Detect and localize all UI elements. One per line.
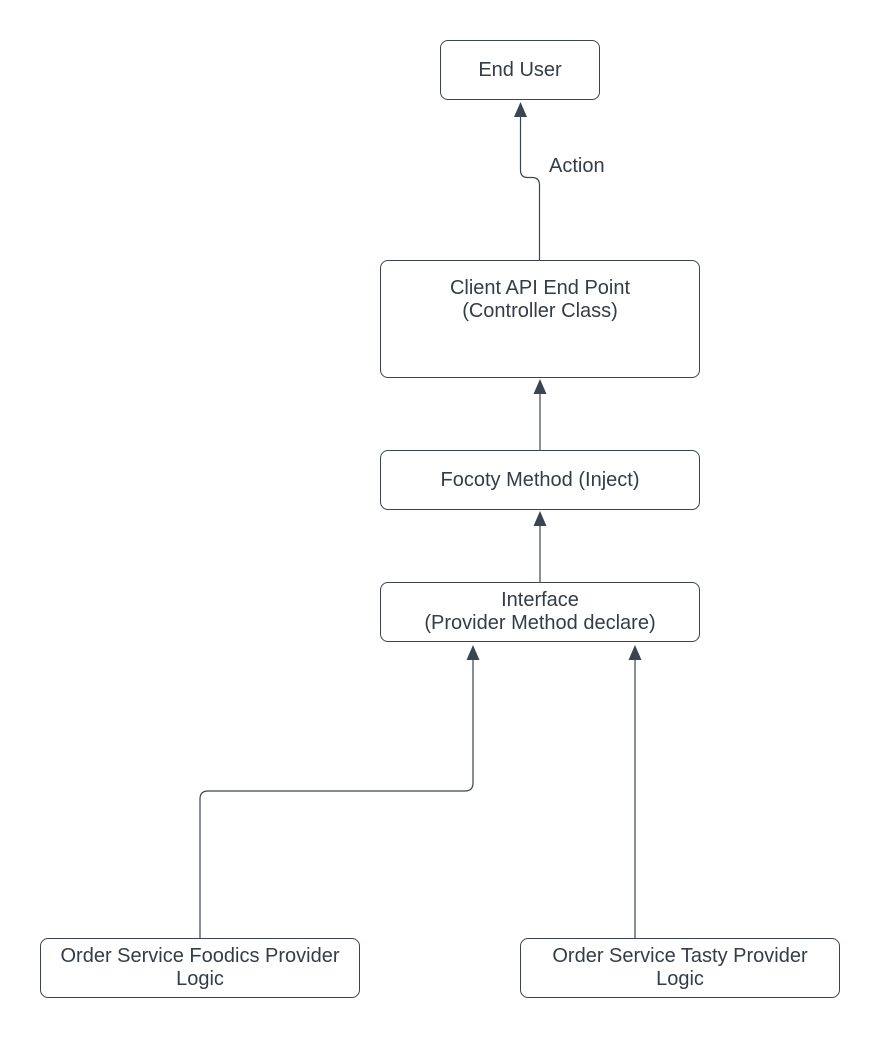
node-label-line: Client API End Point	[449, 277, 631, 299]
edge-line	[519, 116, 541, 260]
arrowhead	[533, 379, 547, 394]
node-label-line: Order Service Foodics Provider	[60, 945, 340, 967]
node-label-line: Logic	[656, 968, 704, 990]
edge-line	[199, 659, 474, 938]
node-label-line: Logic	[176, 968, 224, 990]
node-focoty-method: Focoty Method (Inject)	[380, 450, 700, 510]
node-label-line: (Provider Method declare)	[424, 612, 656, 634]
node-client-api-end-point: Client API End Point (Controller Class)	[380, 260, 700, 378]
node-label-line: Focoty Method (Inject)	[440, 468, 640, 491]
node-label-line: Order Service Tasty Provider	[552, 945, 808, 967]
edge-tasty-to-interface	[628, 645, 642, 938]
arrowhead	[514, 102, 527, 117]
edge-foodics-to-interface	[199, 645, 480, 938]
node-order-service-tasty: Order Service Tasty Provider Logic	[520, 938, 840, 998]
arrowhead	[466, 645, 480, 660]
edge-interface-to-focoty	[533, 511, 547, 582]
node-interface: Interface (Provider Method declare)	[380, 582, 700, 642]
edge-label-action: Action	[549, 155, 605, 177]
node-label-line: (Controller Class)	[462, 300, 618, 322]
arrowhead	[628, 645, 642, 660]
node-order-service-foodics: Order Service Foodics Provider Logic	[40, 938, 360, 998]
edge-focoty-to-client-api	[533, 379, 547, 450]
edge-client-api-to-end-user	[514, 102, 541, 260]
arrowhead	[533, 511, 547, 526]
node-end-user: End User	[440, 40, 600, 100]
node-label-line: End User	[478, 58, 562, 81]
node-label-line: Interface	[501, 589, 579, 611]
